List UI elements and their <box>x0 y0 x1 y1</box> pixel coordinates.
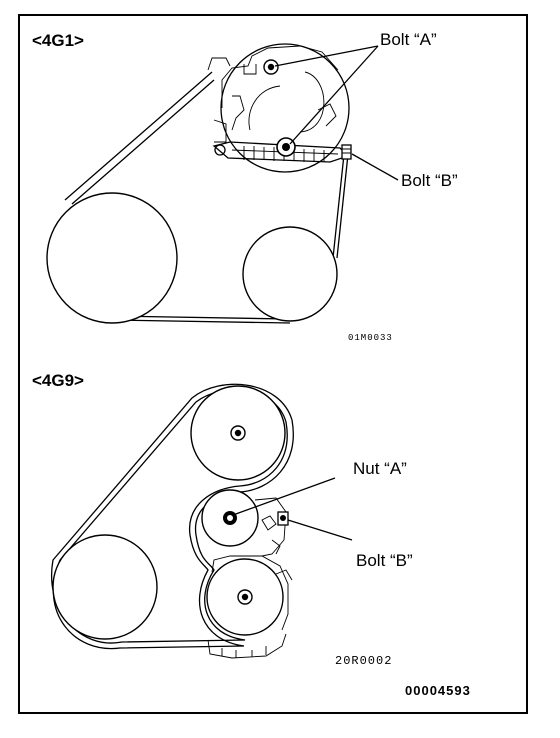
upper-diagram-4g1: <4G1> <box>32 30 458 343</box>
upper-bolt-a-label: Bolt “A” <box>380 30 437 49</box>
lower-tensioner-bracket <box>254 497 287 557</box>
lower-diagram-4g9: <4G9> <box>32 371 413 668</box>
upper-crankshaft-pulley <box>46 192 178 324</box>
lower-crankshaft-pulley <box>52 534 158 640</box>
figure-number: 00004593 <box>405 683 471 698</box>
upper-bolt-a-leader-1 <box>274 45 379 67</box>
lower-belt <box>51 383 294 650</box>
lower-bolt-b-leader <box>287 519 353 541</box>
lower-alternator-body <box>207 555 293 659</box>
upper-bolt-a-lower-center <box>282 143 290 151</box>
figure-frame <box>18 14 528 714</box>
upper-bolt-a-top-center <box>267 63 275 71</box>
lower-heading: <4G9> <box>32 371 84 390</box>
upper-figure-code: 01M0033 <box>348 333 393 343</box>
upper-bolt-b-leader <box>351 153 399 181</box>
lower-figure-code: 20R0002 <box>335 654 392 668</box>
lower-bolt-b-label: Bolt “B” <box>356 551 413 570</box>
upper-bolt-a-leader-2 <box>289 45 379 145</box>
upper-water-pump-pulley <box>242 226 338 322</box>
lower-nut-a-leader <box>232 477 336 516</box>
lower-bolt-b <box>277 511 289 526</box>
upper-heading: <4G1> <box>32 31 84 50</box>
lower-nut-a-label: Nut “A” <box>353 459 407 478</box>
upper-bolt-b <box>341 144 352 160</box>
upper-bolt-b-label: Bolt “B” <box>401 171 458 190</box>
